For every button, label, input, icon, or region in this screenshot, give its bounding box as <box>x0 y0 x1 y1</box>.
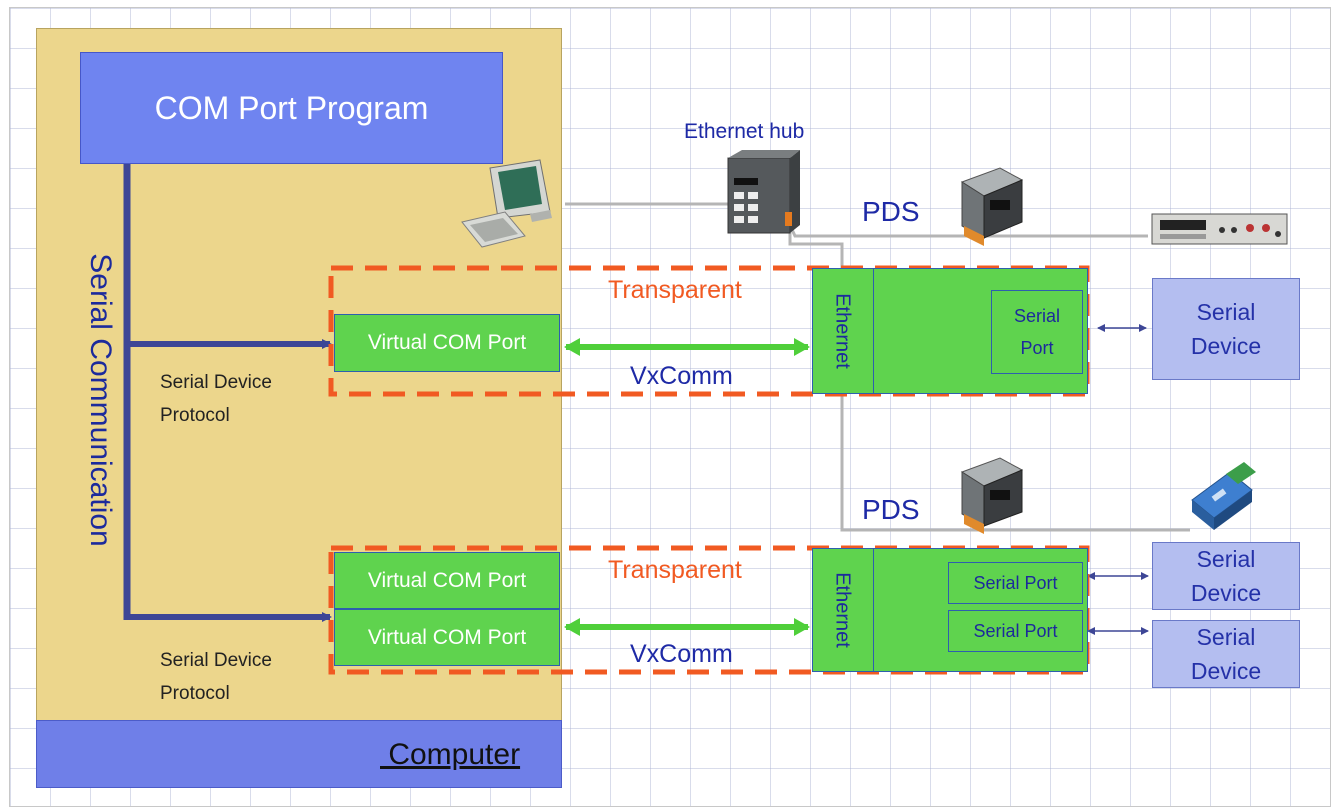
pc-icon <box>461 159 552 248</box>
com-port-program-box: COM Port Program <box>80 52 503 164</box>
virtual-com-port-bottom-2: Virtual COM Port <box>334 609 560 666</box>
blue-io-module-icon <box>1191 462 1256 530</box>
serial-port-bottom-2: Serial Port <box>948 610 1083 652</box>
serial-device-line2: Device <box>1190 580 1262 606</box>
measurement-instrument-icon <box>1151 213 1288 245</box>
serial-device-line1: Serial <box>1196 299 1256 325</box>
protocol-label-line1: Serial Device <box>160 372 272 393</box>
serial-port-line2: Port <box>1020 338 1054 358</box>
vxcomm-label-bottom: VxComm <box>630 640 733 668</box>
ethernet-hub-icon <box>727 150 800 234</box>
serial-device-top: Serial Device <box>1152 278 1300 380</box>
serial-port-line1: Serial <box>1013 306 1061 326</box>
transparent-label-top: Transparent <box>608 276 742 304</box>
virtual-com-port-bottom-1: Virtual COM Port <box>334 552 560 609</box>
serial-device-line2: Device <box>1190 333 1262 359</box>
hub-to-ethernet-cable <box>788 232 844 268</box>
module-divider-top <box>873 268 874 394</box>
serial-device-bottom-1: Serial Device <box>1152 542 1300 610</box>
protocol-label-top: Serial Device Protocol <box>160 366 272 432</box>
serial-device-line1: Serial <box>1196 546 1256 572</box>
pds-device-icon-top <box>960 167 1024 246</box>
computer-label: Computer <box>380 738 521 771</box>
protocol-label-line1: Serial Device <box>160 650 272 671</box>
ethernet-hub-label: Ethernet hub <box>684 120 805 143</box>
protocol-label-line2: Protocol <box>160 683 230 704</box>
vxcomm-label-top: VxComm <box>630 362 733 390</box>
serial-port-bottom-1: Serial Port <box>948 562 1083 604</box>
serial-device-line2: Device <box>1190 658 1262 684</box>
computer-footer-bar <box>36 720 562 788</box>
module-divider-bottom <box>873 548 874 672</box>
virtual-com-port-top: Virtual COM Port <box>334 314 560 372</box>
protocol-label-line2: Protocol <box>160 405 230 426</box>
transparent-label-bottom: Transparent <box>608 556 742 584</box>
serial-device-bottom-2: Serial Device <box>1152 620 1300 688</box>
serial-device-line1: Serial <box>1196 624 1256 650</box>
lower-pds-cable <box>840 396 1190 532</box>
pds-label-top: PDS <box>862 196 920 227</box>
pds-label-bottom: PDS <box>862 494 920 525</box>
pds-device-icon-bottom <box>960 457 1024 534</box>
protocol-label-bottom: Serial Device Protocol <box>160 644 272 710</box>
serial-port-top: Serial Port <box>991 290 1083 374</box>
